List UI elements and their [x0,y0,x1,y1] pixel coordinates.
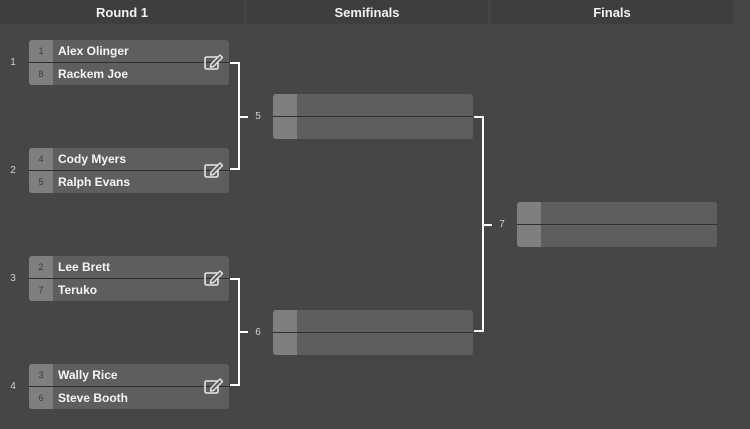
team-divider [29,386,229,387]
team-divider [273,116,473,117]
team-row[interactable]: 4 Cody Myers [29,148,229,170]
team-seed: 4 [38,154,44,164]
match-number: 4 [10,381,16,392]
bracket-connector-line [239,116,248,118]
column-header-round1: Round 1 [0,0,244,24]
match-number: 1 [10,57,16,68]
edit-icon [204,162,224,178]
match-card-7[interactable] [517,202,717,247]
team-row[interactable]: 5 Ralph Evans [29,171,229,193]
team-row-empty[interactable] [273,117,473,139]
match-number: 5 [255,111,261,122]
match-card-1[interactable]: 1 Alex Olinger 8 Rackem Joe [29,40,229,85]
team-row[interactable]: 1 Alex Olinger [29,40,229,62]
team-seed: 7 [38,285,44,295]
match-card-4[interactable]: 3 Wally Rice 6 Steve Booth [29,364,229,409]
edit-icon [204,270,224,286]
team-name: Alex Olinger [58,44,129,58]
team-row-empty[interactable] [517,202,717,224]
match-number: 3 [10,273,16,284]
team-name: Steve Booth [58,391,129,405]
team-divider [517,224,717,225]
team-row-empty[interactable] [273,94,473,116]
team-name: Lee Brett [58,260,111,274]
team-name: Cody Myers [58,152,127,166]
match-card-2[interactable]: 4 Cody Myers 5 Ralph Evans [29,148,229,193]
team-row[interactable]: 3 Wally Rice [29,364,229,386]
team-name: Teruko [58,283,98,297]
team-seed: 6 [38,393,44,403]
edit-icon [204,54,224,70]
bracket-connector-line [483,224,492,226]
bracket-connector-line [239,331,248,333]
match-number: 6 [255,327,261,338]
team-row[interactable]: 8 Rackem Joe [29,63,229,85]
team-name: Rackem Joe [58,67,129,81]
column-header-semifinals: Semifinals [246,0,488,24]
match-card-3[interactable]: 2 Lee Brett 7 Teruko [29,256,229,301]
team-divider [29,278,229,279]
team-seed: 8 [38,69,44,79]
match-number: 7 [499,219,505,230]
team-seed: 2 [38,262,44,272]
match-card-6[interactable] [273,310,473,355]
column-header-finals: Finals [490,0,734,24]
team-divider [29,62,229,63]
team-divider [273,332,473,333]
team-row[interactable]: 2 Lee Brett [29,256,229,278]
edit-match-button[interactable] [203,376,225,396]
edit-match-button[interactable] [203,268,225,288]
match-card-5[interactable] [273,94,473,139]
match-number: 2 [10,165,16,176]
team-seed: 3 [38,370,44,380]
team-name: Wally Rice [58,368,118,382]
team-divider [29,170,229,171]
team-name: Ralph Evans [58,175,131,189]
team-row[interactable]: 6 Steve Booth [29,387,229,409]
team-row[interactable]: 7 Teruko [29,279,229,301]
team-row-empty[interactable] [273,333,473,355]
team-seed: 1 [38,46,44,56]
team-row-empty[interactable] [517,225,717,247]
edit-match-button[interactable] [203,160,225,180]
edit-icon [204,378,224,394]
team-row-empty[interactable] [273,310,473,332]
team-seed: 5 [38,177,44,187]
edit-match-button[interactable] [203,52,225,72]
